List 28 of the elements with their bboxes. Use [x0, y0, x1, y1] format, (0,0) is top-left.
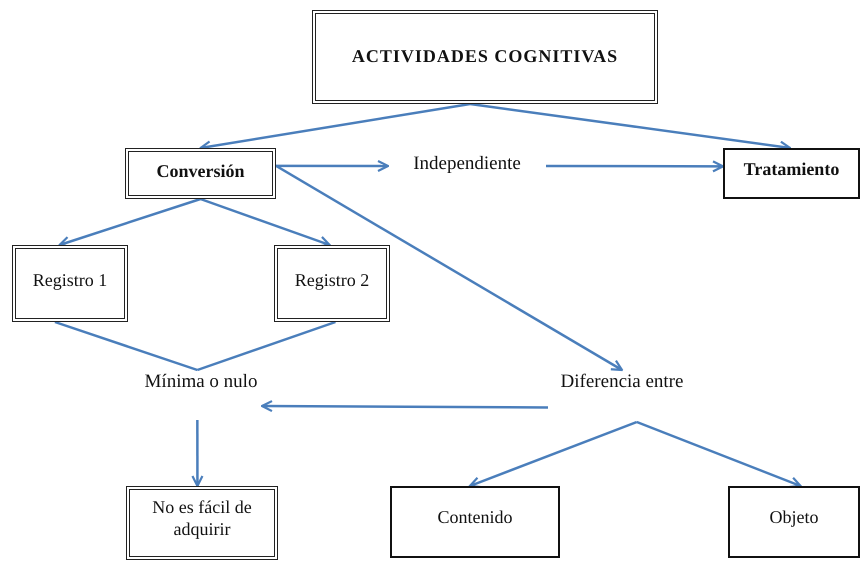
node-label: Mínima o nulo	[144, 370, 258, 394]
process-box	[723, 148, 860, 199]
process-box	[728, 486, 860, 558]
node-label: Diferencia entre	[560, 370, 684, 394]
box-label: Objeto	[768, 506, 820, 528]
arrow	[468, 420, 638, 488]
process-box	[274, 245, 390, 322]
box-label: ACTIVIDADES COGNITIVAS	[350, 45, 620, 67]
arrow	[636, 420, 802, 488]
arrow	[276, 160, 390, 172]
box-label: Conversión	[155, 160, 246, 182]
process-box	[126, 486, 278, 560]
arrow	[275, 164, 624, 372]
arrow	[546, 160, 724, 172]
arrow	[200, 198, 331, 248]
process-box	[312, 10, 658, 104]
node-label: Independiente	[412, 152, 522, 176]
box-label: No es fácil de adquirir	[151, 496, 253, 540]
arrow	[58, 198, 201, 248]
box-label: Tratamiento	[742, 158, 840, 180]
box-label: Registro 2	[294, 269, 370, 291]
box-label: Contenido	[436, 506, 514, 528]
arrow	[191, 420, 204, 488]
box-label: Registro 1	[32, 269, 108, 291]
process-box	[125, 148, 276, 199]
process-box	[390, 486, 560, 558]
arrow	[260, 400, 548, 412]
process-box	[12, 245, 128, 322]
